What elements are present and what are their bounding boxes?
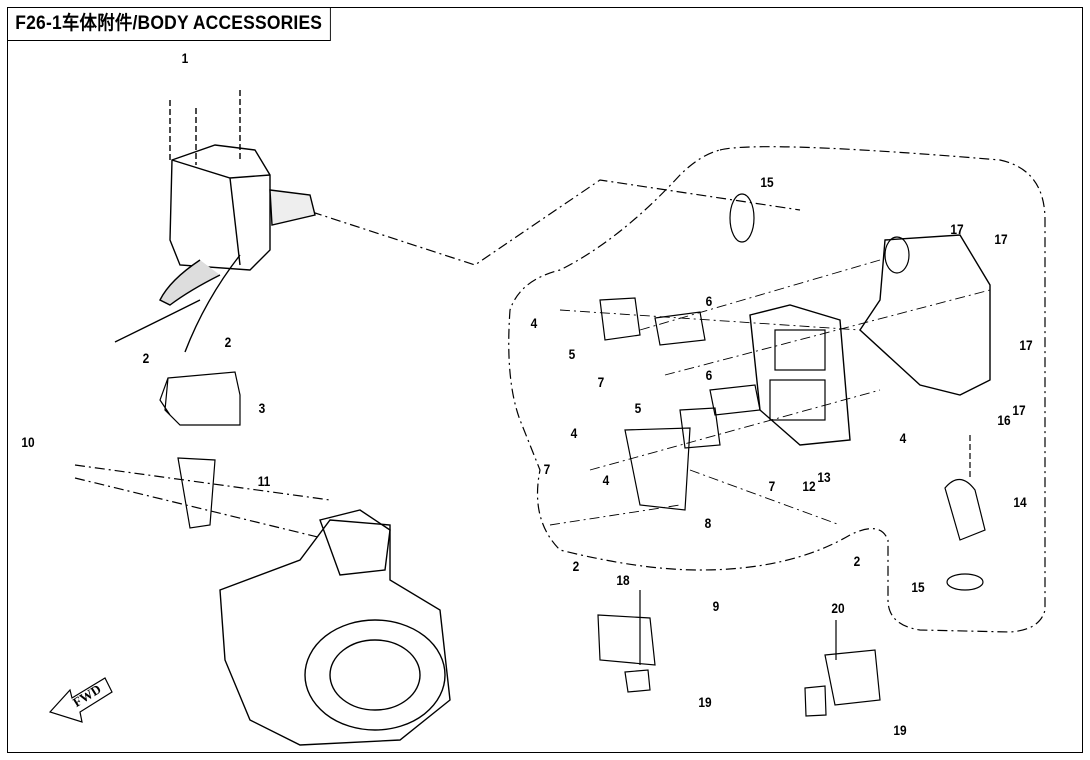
callout: 13 bbox=[817, 469, 831, 485]
callout: 4 bbox=[899, 430, 907, 446]
air-duct-part-16 bbox=[859, 234, 991, 396]
callout: 15 bbox=[911, 579, 925, 595]
callout: 2 bbox=[224, 334, 232, 350]
callout: 1 bbox=[181, 50, 189, 66]
fwd-arrow-icon bbox=[48, 677, 113, 723]
cover-part-20 bbox=[824, 649, 881, 706]
plate-part-6 bbox=[654, 311, 706, 346]
callout: 19 bbox=[698, 694, 712, 710]
callout: 8 bbox=[704, 515, 712, 531]
callout: 5 bbox=[568, 346, 576, 362]
callout: 6 bbox=[705, 293, 713, 309]
bracket-part-8 bbox=[624, 427, 691, 511]
callout: 4 bbox=[530, 315, 538, 331]
callout: 2 bbox=[853, 553, 861, 569]
callout: 15 bbox=[760, 174, 774, 190]
callout: 2 bbox=[142, 350, 150, 366]
callout: 17 bbox=[1012, 402, 1026, 418]
callout: 4 bbox=[570, 425, 578, 441]
diagram-frame bbox=[7, 7, 1083, 753]
leader-dashed bbox=[311, 179, 801, 266]
callout: 7 bbox=[597, 374, 605, 390]
cover-part-18 bbox=[597, 614, 656, 666]
callout: 17 bbox=[994, 231, 1008, 247]
callout: 7 bbox=[768, 478, 776, 494]
callout: 19 bbox=[893, 722, 907, 738]
callout: 18 bbox=[616, 572, 630, 588]
callout: 5 bbox=[634, 400, 642, 416]
bracket-part-18 bbox=[624, 669, 651, 693]
hose-clamp-part-15 bbox=[729, 193, 755, 243]
reed-valve-part-5 bbox=[599, 297, 641, 341]
callout: 3 bbox=[258, 400, 266, 416]
callout: 20 bbox=[831, 600, 845, 616]
bracket-part-11 bbox=[177, 457, 216, 529]
callout: 7 bbox=[543, 461, 551, 477]
group-boundary-dashed bbox=[508, 146, 1046, 633]
diagram-title: F26-1车体附件/BODY ACCESSORIES bbox=[7, 7, 331, 41]
bracket-part-3 bbox=[159, 371, 241, 426]
callout: 9 bbox=[712, 598, 720, 614]
engine-assembly bbox=[219, 509, 451, 746]
callout: 17 bbox=[1019, 337, 1033, 353]
elbow-hose-part-14 bbox=[944, 478, 986, 541]
air-filter-box bbox=[114, 90, 316, 353]
callout: 4 bbox=[602, 472, 610, 488]
callout: 11 bbox=[257, 473, 271, 489]
bracket-part-20 bbox=[804, 685, 827, 717]
callout: 10 bbox=[21, 434, 35, 450]
reed-valve-part-5b bbox=[679, 407, 721, 449]
callout: 16 bbox=[997, 412, 1011, 428]
callout: 6 bbox=[705, 367, 713, 383]
callout: 14 bbox=[1013, 494, 1027, 510]
callout: 2 bbox=[572, 558, 580, 574]
callout: 17 bbox=[950, 221, 964, 237]
plate-part-6b bbox=[709, 384, 761, 416]
callout: 12 bbox=[802, 478, 816, 494]
